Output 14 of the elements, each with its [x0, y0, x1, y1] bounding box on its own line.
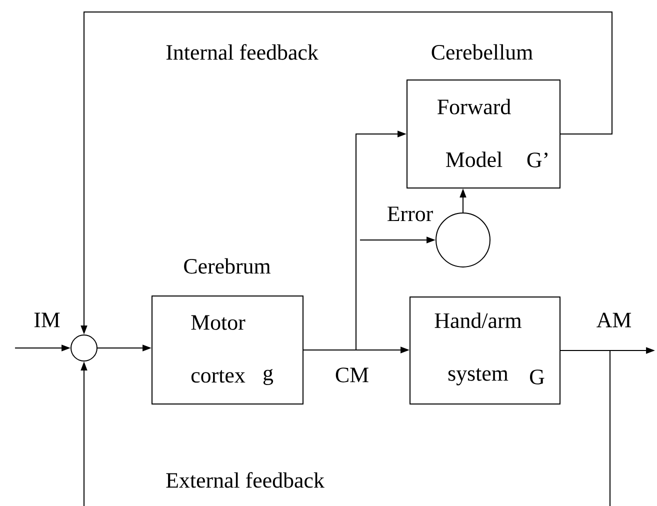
block-box: Forward Model G’	[406, 79, 560, 188]
block-box: Hand/arm system G	[410, 296, 560, 404]
block-title: Cerebellum	[432, 44, 533, 60]
block-box: Motor cortex g	[152, 295, 304, 404]
arrow	[80, 350, 610, 506]
summing-junction	[70, 334, 98, 362]
signal-label: IM	[32, 312, 62, 328]
signal-label: External feedback	[164, 471, 326, 489]
comparator-circle	[436, 212, 490, 268]
signal-label: AM	[595, 312, 633, 328]
signal-label: Internal feedback	[164, 43, 320, 61]
block-title: Cerebrum	[184, 258, 270, 274]
signal-label: CM	[334, 366, 370, 384]
signal-label: Error	[386, 206, 434, 222]
